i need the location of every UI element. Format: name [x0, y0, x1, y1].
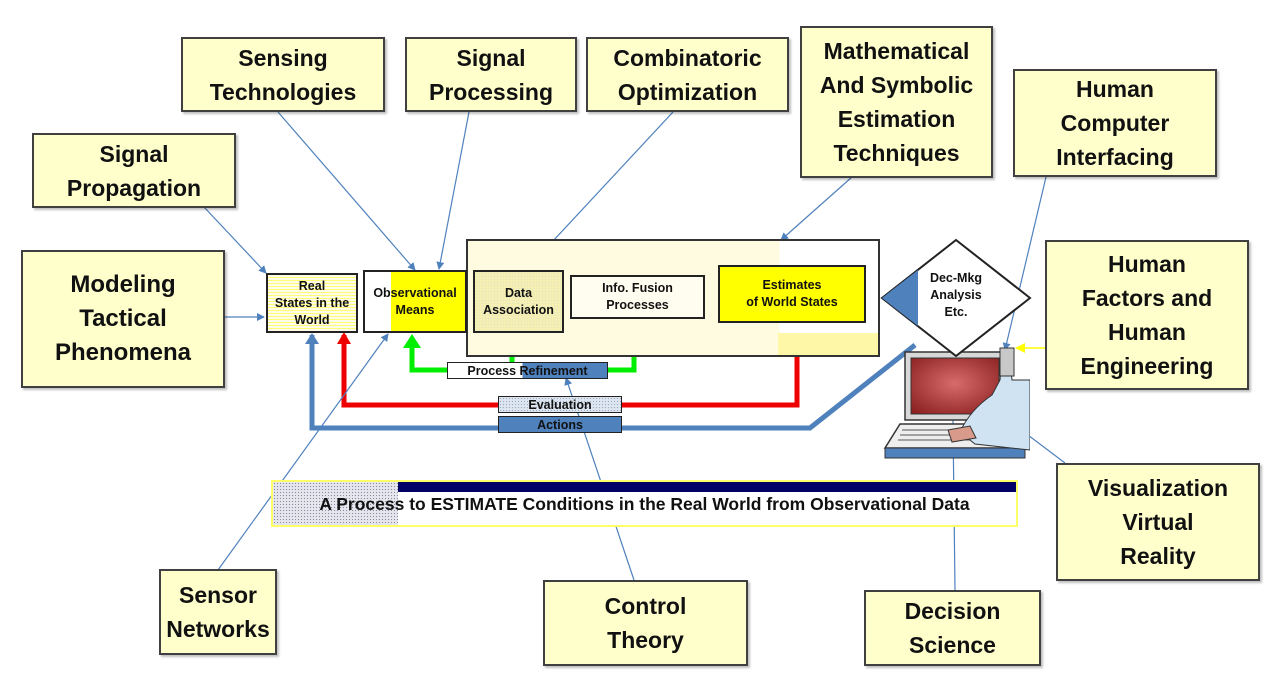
process-estimates-world-states: Estimates of World States: [718, 265, 866, 323]
connector-signal-propagation: [203, 206, 267, 274]
discipline-mathematical-symbolic-estimation: Mathematical And Symbolic Estimation Tec…: [800, 26, 993, 178]
connector-sensor-networks: [217, 333, 389, 571]
diagram-title: A Process to ESTIMATE Conditions in the …: [319, 494, 970, 514]
connector-math-symbolic: [780, 176, 853, 241]
evaluation-label: Evaluation: [498, 396, 622, 413]
evaluation-arrowhead-left: [337, 332, 351, 344]
decision-making-label: Dec-Mkg Analysis Etc.: [929, 271, 983, 319]
process-observational-means: Observational Means: [363, 270, 467, 333]
discipline-human-factors-engineering: Human Factors and Human Engineering: [1045, 240, 1249, 390]
banner-pattern: [273, 482, 398, 525]
discipline-visualization-virtual-reality: Visualization Virtual Reality: [1056, 463, 1260, 581]
decision-making-diamond: [880, 238, 1032, 358]
process-real-states: Real States in the World: [266, 273, 358, 333]
discipline-signal-processing: Signal Processing: [405, 37, 577, 112]
actions-arrowhead: [305, 333, 319, 344]
discipline-sensing-technologies: Sensing Technologies: [181, 37, 385, 112]
discipline-modeling-tactical-phenomena: Modeling Tactical Phenomena: [21, 250, 225, 388]
actions-label: Actions: [498, 416, 622, 433]
discipline-signal-propagation: Signal Propagation: [32, 133, 236, 208]
process-refinement-label: Process Refinement: [447, 362, 608, 379]
connector-hci: [1002, 176, 1047, 351]
banner-navy-bar: [398, 482, 1016, 492]
discipline-decision-science: Decision Science: [864, 590, 1041, 666]
connector-sensing: [277, 111, 416, 271]
refinement-arrowhead-obs: [403, 334, 421, 348]
computer-user-icon: [883, 347, 1030, 459]
discipline-combinatoric-optimization: Combinatoric Optimization: [586, 37, 789, 112]
process-data-association: Data Association: [473, 270, 564, 333]
process-info-fusion: Info. Fusion Processes: [570, 275, 705, 319]
discipline-sensor-networks: Sensor Networks: [159, 569, 277, 655]
discipline-human-computer-interfacing: Human Computer Interfacing: [1013, 69, 1217, 177]
discipline-control-theory: Control Theory: [543, 580, 748, 666]
connector-signal-processing: [436, 111, 470, 270]
container-highlight: [778, 333, 878, 355]
title-banner: A Process to ESTIMATE Conditions in the …: [271, 480, 1018, 527]
